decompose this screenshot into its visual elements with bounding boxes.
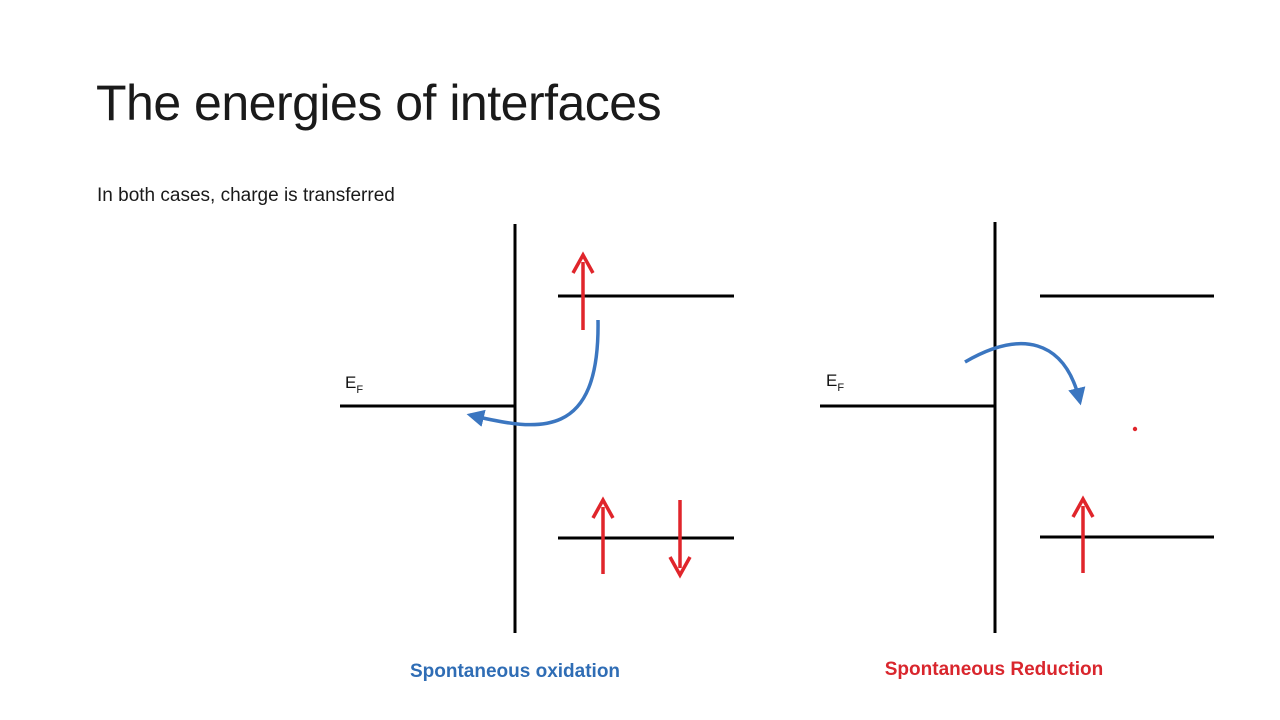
oxidation-diagram: EF Spontaneous oxidation: [340, 224, 734, 682]
reduction-charge-transfer-arrow: [964, 342, 1086, 406]
oxidation-upper-spin-up-arrow: [571, 251, 595, 330]
slide-title: The energies of interfaces: [96, 75, 662, 131]
reduction-caption: Spontaneous Reduction: [885, 659, 1104, 680]
oxidation-charge-transfer-arrow: [466, 319, 600, 427]
oxidation-fermi-label: EF: [345, 373, 363, 396]
reduction-diagram: EF Spontaneous Reduction: [820, 222, 1214, 680]
oxidation-lower-spin-up-arrow: [591, 496, 615, 574]
oxidation-caption: Spontaneous oxidation: [410, 661, 620, 682]
slide-subtitle: In both cases, charge is transferred: [97, 185, 395, 206]
oxidation-lower-spin-down-arrow: [668, 500, 692, 579]
reduction-lower-spin-up-arrow: [1071, 495, 1095, 573]
reduction-fermi-label: EF: [826, 371, 844, 394]
reduction-red-dot: [1132, 426, 1138, 432]
